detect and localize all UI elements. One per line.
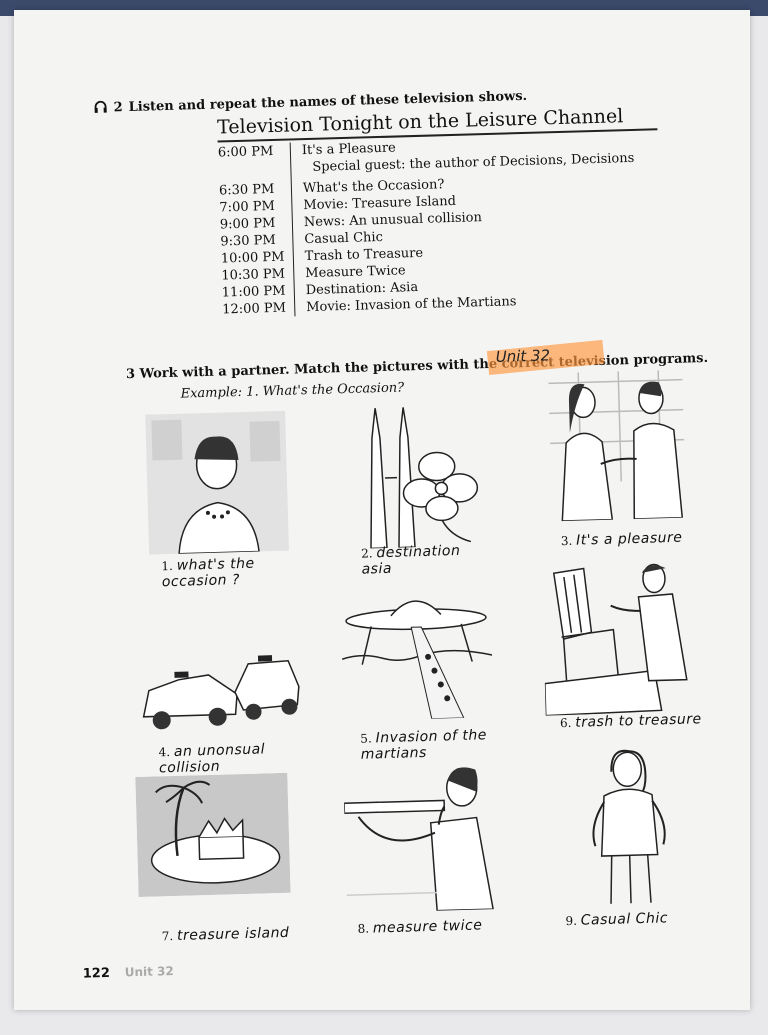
footer-unit-label: Unit 32 (125, 964, 174, 979)
caption-4: 4. an unonsual collision (158, 740, 309, 776)
caption-number: 4. (158, 745, 170, 759)
caption-number: 8. (357, 922, 369, 936)
handwritten-answer: an unonsual collision (159, 741, 265, 776)
show-time (218, 159, 292, 178)
handwritten-answer: treasure island (177, 925, 290, 944)
show-time: 6:00 PM (218, 142, 292, 161)
example-label: Example: (180, 385, 242, 402)
caption-5: 5. Invasion of the martians (360, 727, 501, 763)
handwritten-answer: Casual Chic (581, 910, 669, 928)
picture-3-handshake (538, 369, 696, 521)
picture-2-towers-orchid (347, 395, 491, 549)
show-time: 10:00 PM (221, 248, 295, 267)
handwritten-answer: Invasion of the martians (361, 727, 488, 763)
caption-8: 8. measure twice (357, 916, 517, 936)
exercise-number: 3 (126, 367, 135, 382)
caption-3: 3. It's a pleasure (561, 529, 721, 549)
caption-2: 2. destination asia (361, 542, 492, 578)
exercise-number: 2 (113, 100, 122, 115)
caption-number: 1. (161, 559, 173, 573)
picture-7-island-chest (135, 773, 290, 897)
handwritten-unit-note: Unit 32 (495, 346, 550, 366)
caption-number: 5. (360, 731, 372, 745)
picture-8-tape-measure (343, 761, 499, 913)
show-time: 7:00 PM (219, 197, 293, 216)
show-time: 9:30 PM (220, 231, 294, 250)
show-time: 11:00 PM (222, 282, 296, 301)
picture-1-woman (145, 411, 289, 555)
caption-7: 7. treasure island (162, 924, 322, 944)
picture-4-police-cars (138, 642, 304, 737)
picture-5-ufo (340, 585, 494, 721)
caption-1: 1. what's the occasion ? (161, 554, 302, 590)
caption-number: 9. (565, 914, 577, 928)
page-number: 122 (83, 966, 111, 982)
handwritten-answer: what's the occasion ? (162, 556, 255, 591)
show-time: 6:30 PM (219, 180, 293, 199)
caption-number: 3. (561, 534, 573, 548)
example-text: 1. What's the Occasion? (246, 380, 404, 399)
caption-number: 7. (162, 929, 174, 943)
picture-6-chair-restoration (542, 559, 702, 715)
handwritten-answer: It's a pleasure (576, 530, 683, 549)
tv-schedule: Television Tonight on the Leisure Channe… (217, 104, 662, 318)
show-time: 9:00 PM (220, 214, 294, 233)
show-time: 10:30 PM (221, 265, 295, 284)
caption-9: 9. Casual Chic (565, 909, 725, 929)
handwritten-answer: destination asia (361, 543, 460, 578)
headphones-icon (93, 100, 107, 114)
caption-number: 6. (560, 716, 572, 730)
caption-number: 2. (361, 546, 373, 560)
handwritten-answer: trash to treasure (575, 711, 702, 731)
picture-9-casual-woman (573, 744, 685, 907)
handwritten-answer: measure twice (373, 917, 483, 936)
show-time: 12:00 PM (222, 299, 296, 318)
